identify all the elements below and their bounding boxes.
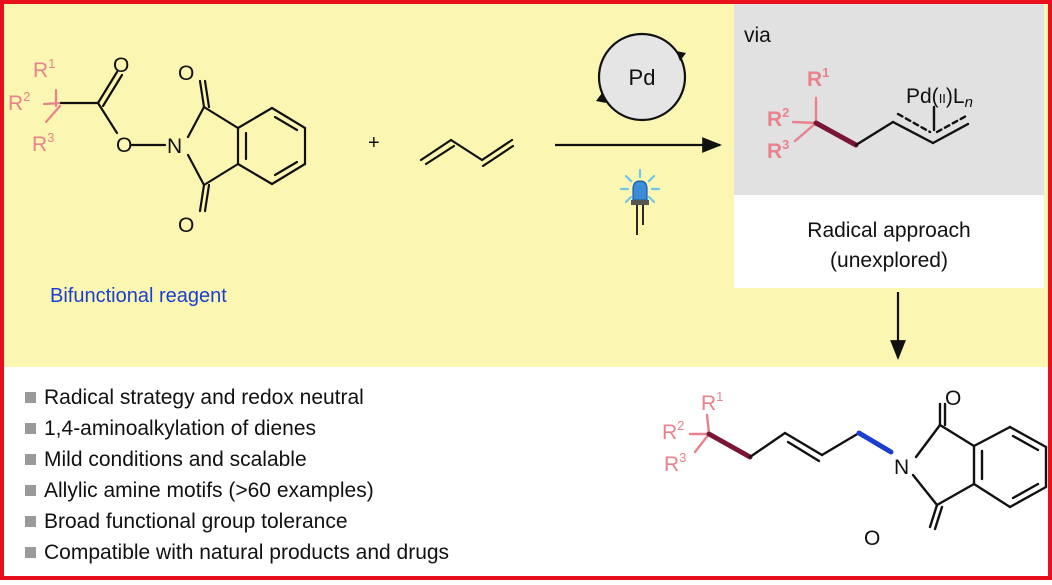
via-r2-label: R2 [767,105,789,131]
product-oxygen-top: O [945,387,961,410]
cycle-arrowhead-upper [676,51,686,61]
feature-item: Mild conditions and scalable [25,448,307,471]
led-light-icon [619,168,661,235]
via-label: via [744,24,771,47]
plus-sign: + [368,132,380,154]
pd-allyl-intermediate-structure [791,96,970,148]
r2-label: R2 [8,89,30,115]
imide-nitrogen: N [167,135,182,158]
bullet [25,516,36,527]
via-intermediate-box [734,4,1044,195]
feature-item: Compatible with natural products and dru… [25,541,449,564]
bullet [25,485,36,496]
imide-oxygen-top: O [178,62,194,85]
r3-label: R3 [32,130,54,156]
feature-item: Broad functional group tolerance [25,510,348,533]
catalyst-label: Pd [629,65,656,90]
ester-oxygen: O [116,134,132,157]
imide-oxygen-bottom: O [178,214,194,237]
pd-ligand-label: Pd(II)Ln [906,85,973,111]
svg-text:Allylic amine motifs (>60 exam: Allylic amine motifs (>60 examples) [44,479,374,502]
bifunctional-reagent-structure [42,70,307,213]
approach-line-1: Radical approach [807,219,970,242]
r1-label: R1 [33,56,55,82]
bullet [25,547,36,558]
via-r3-label: R3 [767,137,789,163]
feature-item: 1,4-aminoalkylation of dienes [25,417,316,440]
bottom-panel [0,367,1052,580]
carbonyl-oxygen: O [113,54,129,77]
cycle-circle [597,32,687,122]
bifunctional-reagent-label: Bifunctional reagent [50,285,227,307]
approach-line-2: (unexplored) [830,249,948,272]
svg-text:Radical strategy and redox neu: Radical strategy and redox neutral [44,386,364,409]
via-r1-label: R1 [807,65,829,91]
bifunctional-reagent-atoms: R1 R2 R3 O O N O O [8,54,194,237]
product-r2-label: R2 [662,418,684,444]
product-structure [688,402,1048,531]
butadiene-structure [419,138,515,168]
product-oxygen-bottom: O [864,527,880,550]
pd-catalytic-cycle: Pd [596,32,687,122]
feature-list: Radical strategy and redox neutral 1,4-a… [25,386,449,564]
feature-item: Radical strategy and redox neutral [25,386,364,409]
bullet [25,454,36,465]
product-r1-label: R1 [701,389,723,415]
approach-box [734,195,1044,288]
cycle-arrowhead-lower [596,93,606,103]
svg-text:Broad functional group toleran: Broad functional group tolerance [44,510,348,533]
via-intermediate-atoms: R1 R2 R3 Pd(II)Ln [767,65,973,163]
svg-text:1,4-aminoalkylation of dienes: 1,4-aminoalkylation of dienes [44,417,316,440]
feature-item: Allylic amine motifs (>60 examples) [25,479,374,502]
bullet [25,392,36,403]
product-r3-label: R3 [664,450,686,476]
bullet [25,423,36,434]
svg-text:Compatible with natural produc: Compatible with natural products and dru… [44,541,449,564]
product-nitrogen: N [894,456,909,479]
svg-text:Mild conditions and scalable: Mild conditions and scalable [44,448,307,471]
product-atoms: R1 R2 R3 N O O [662,387,961,550]
